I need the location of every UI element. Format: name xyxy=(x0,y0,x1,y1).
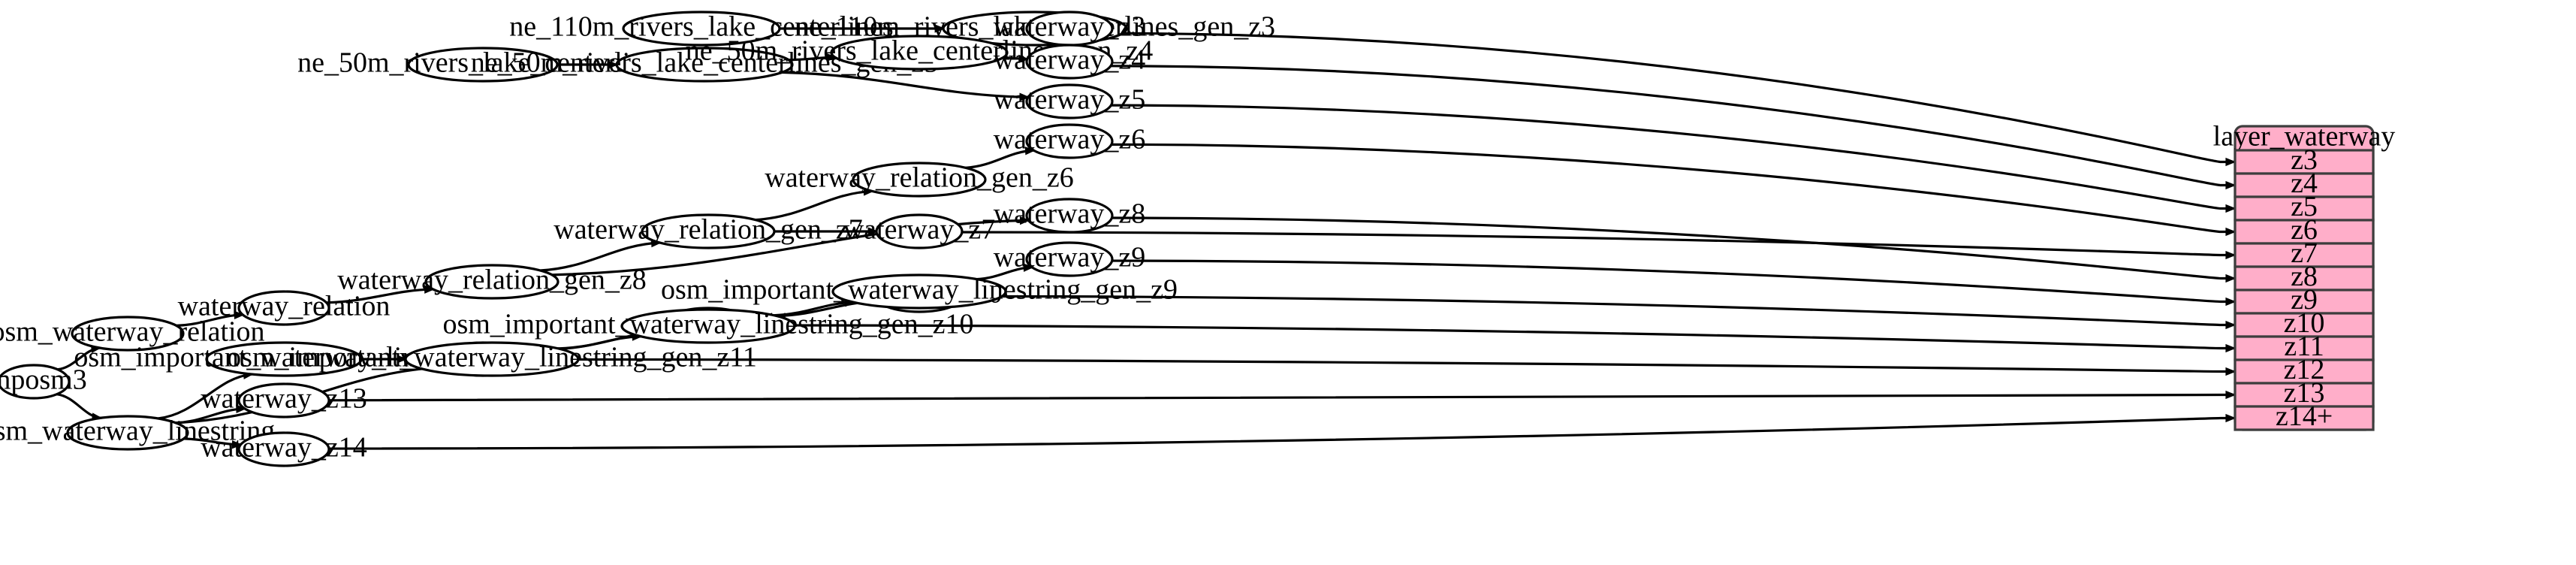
edge-osm_waterway_relation-to-waterway_relation xyxy=(176,313,243,327)
node-shape xyxy=(237,290,330,326)
edge-waterway_z3-to-layer_waterway-z3 xyxy=(1110,32,2234,164)
edge-waterway_relation_gen_z7-to-waterway_relation_gen_z6 xyxy=(755,189,873,222)
edge-waterway_relation-to-waterway_relation_gen_z8 xyxy=(326,288,433,304)
layer-waterway-row-z9[interactable] xyxy=(2234,289,2375,315)
node-osm_waterway_relation[interactable]: osm_waterway_relation xyxy=(0,316,265,352)
edges-layer xyxy=(56,24,2237,450)
edge-arrowhead xyxy=(1019,216,1031,225)
layer-waterway-row-z7[interactable] xyxy=(2234,242,2375,268)
edge-arrowhead xyxy=(2225,390,2237,400)
edge-arrowhead xyxy=(2225,180,2237,190)
node-shape xyxy=(641,213,776,249)
edge-arrowhead xyxy=(2225,413,2237,423)
node-shape xyxy=(622,11,781,47)
node-shape xyxy=(1025,83,1114,119)
node-imposm3[interactable]: imposm3 xyxy=(0,364,87,400)
edge-arrowhead xyxy=(934,24,946,33)
edge-waterway_z10-to-layer_waterway-z10 xyxy=(964,295,2234,327)
edge-arrowhead xyxy=(234,310,245,320)
layer-waterway-row-z11[interactable] xyxy=(2234,335,2375,361)
layer-waterway-row-z10[interactable] xyxy=(2234,312,2375,338)
node-waterway_z4[interactable]: waterway_z4 xyxy=(994,44,1146,80)
node-shape xyxy=(852,162,987,198)
node-shape xyxy=(620,308,796,344)
layer-waterway-row-z12[interactable] xyxy=(2234,358,2375,385)
layer-waterway-row-z4[interactable] xyxy=(2234,172,2375,198)
edge-arrowhead xyxy=(1023,263,1034,272)
edge-arrowhead xyxy=(236,404,247,413)
edge-waterway_z9-to-layer_waterway-z9 xyxy=(1112,259,2234,304)
edge-waterway_relation_gen_z6-to-waterway_z6 xyxy=(965,149,1034,169)
node-shape xyxy=(831,273,1007,310)
node-shape xyxy=(1025,123,1114,159)
node-shape xyxy=(1025,198,1114,234)
edge-osm_important_waterway_linestring_gen_z10-to-osm_important_waterway_linestring_gen_z9 xyxy=(774,301,854,317)
layer-waterway-row-z13[interactable] xyxy=(2234,382,2375,408)
node-osm_important_waterway_linestring_gen_z9[interactable]: osm_important_waterway_linestring_gen_z9 xyxy=(661,273,1178,310)
node-waterway_z5[interactable]: waterway_z5 xyxy=(994,83,1146,119)
edge-waterway_z11-to-layer_waterway-z11 xyxy=(753,324,2234,350)
edge-arrowhead xyxy=(2225,250,2237,260)
node-shape xyxy=(424,264,560,300)
node-shape xyxy=(1025,44,1114,80)
node-shape xyxy=(0,364,71,400)
edge-arrowhead xyxy=(826,53,837,62)
node-shape xyxy=(407,47,559,83)
layer-waterway-row-z6[interactable] xyxy=(2234,219,2375,245)
node-waterway_relation_gen_z8[interactable]: waterway_relation_gen_z8 xyxy=(337,264,647,300)
edge-waterway_z4-to-layer_waterway-z4 xyxy=(1110,65,2234,187)
edge-osm_waterway_linestring-to-osm_important_waterway_linestring xyxy=(158,373,252,420)
layer-waterway-row-z3[interactable] xyxy=(2234,149,2375,175)
edge-arrowhead xyxy=(2225,343,2237,353)
edge-waterway_z6-to-layer_waterway-z6 xyxy=(1111,143,2234,234)
node-shape xyxy=(830,35,1009,71)
edge-waterway_z7-to-layer_waterway-z7 xyxy=(961,231,2234,257)
node-shape xyxy=(237,382,330,418)
node-shape xyxy=(71,316,185,352)
edge-waterway_z14-to-layer_waterway-z14- xyxy=(328,416,2234,450)
node-shape xyxy=(66,415,189,451)
edge-arrowhead xyxy=(2225,227,2237,237)
edge-arrowhead xyxy=(2225,157,2237,167)
node-shape xyxy=(1025,11,1114,47)
node-shape xyxy=(615,47,794,83)
edge-arrowhead xyxy=(608,60,619,69)
node-shape xyxy=(404,341,580,377)
layer-waterway-table: layer_waterwayz3z4z5z6z7z8z9z10z11z12z13… xyxy=(2213,121,2396,433)
edge-waterway_relation_gen_z8-to-waterway_relation_gen_z7 xyxy=(540,241,660,272)
node-waterway_relation_gen_z6[interactable]: waterway_relation_gen_z6 xyxy=(765,162,1074,198)
edge-arrowhead xyxy=(397,355,408,364)
node-shape xyxy=(237,431,330,467)
edge-waterway_z8-to-layer_waterway-z8 xyxy=(1112,216,2234,280)
edge-arrowhead xyxy=(2225,320,2237,330)
edge-ne_50m_rivers_lake_centerlines_gen_z5-to-waterway_z5 xyxy=(782,71,1028,99)
edge-arrowhead xyxy=(1019,92,1030,101)
edge-arrowhead xyxy=(2225,204,2237,213)
edge-waterway_z13-to-layer_waterway-z13 xyxy=(328,393,2234,402)
layer-waterway-row-z14plus[interactable] xyxy=(2234,405,2375,431)
edge-waterway_z5-to-layer_waterway-z5 xyxy=(1111,104,2234,210)
node-waterway_z8[interactable]: waterway_z8 xyxy=(994,198,1146,234)
layer-waterway-row-z5[interactable] xyxy=(2234,195,2375,222)
edge-arrowhead xyxy=(231,440,243,449)
node-shape xyxy=(875,213,964,249)
edge-arrowhead xyxy=(2225,367,2237,376)
node-shape xyxy=(1025,241,1114,277)
edge-waterway_z12-to-layer_waterway-z12 xyxy=(527,358,2234,373)
edge-arrowhead xyxy=(2225,297,2237,307)
node-shape xyxy=(205,341,363,377)
edge-arrowhead xyxy=(867,227,879,236)
edge-arrowhead xyxy=(1018,54,1030,64)
layer-waterway-row-z8[interactable] xyxy=(2234,265,2375,292)
edge-arrowhead xyxy=(2225,273,2237,283)
